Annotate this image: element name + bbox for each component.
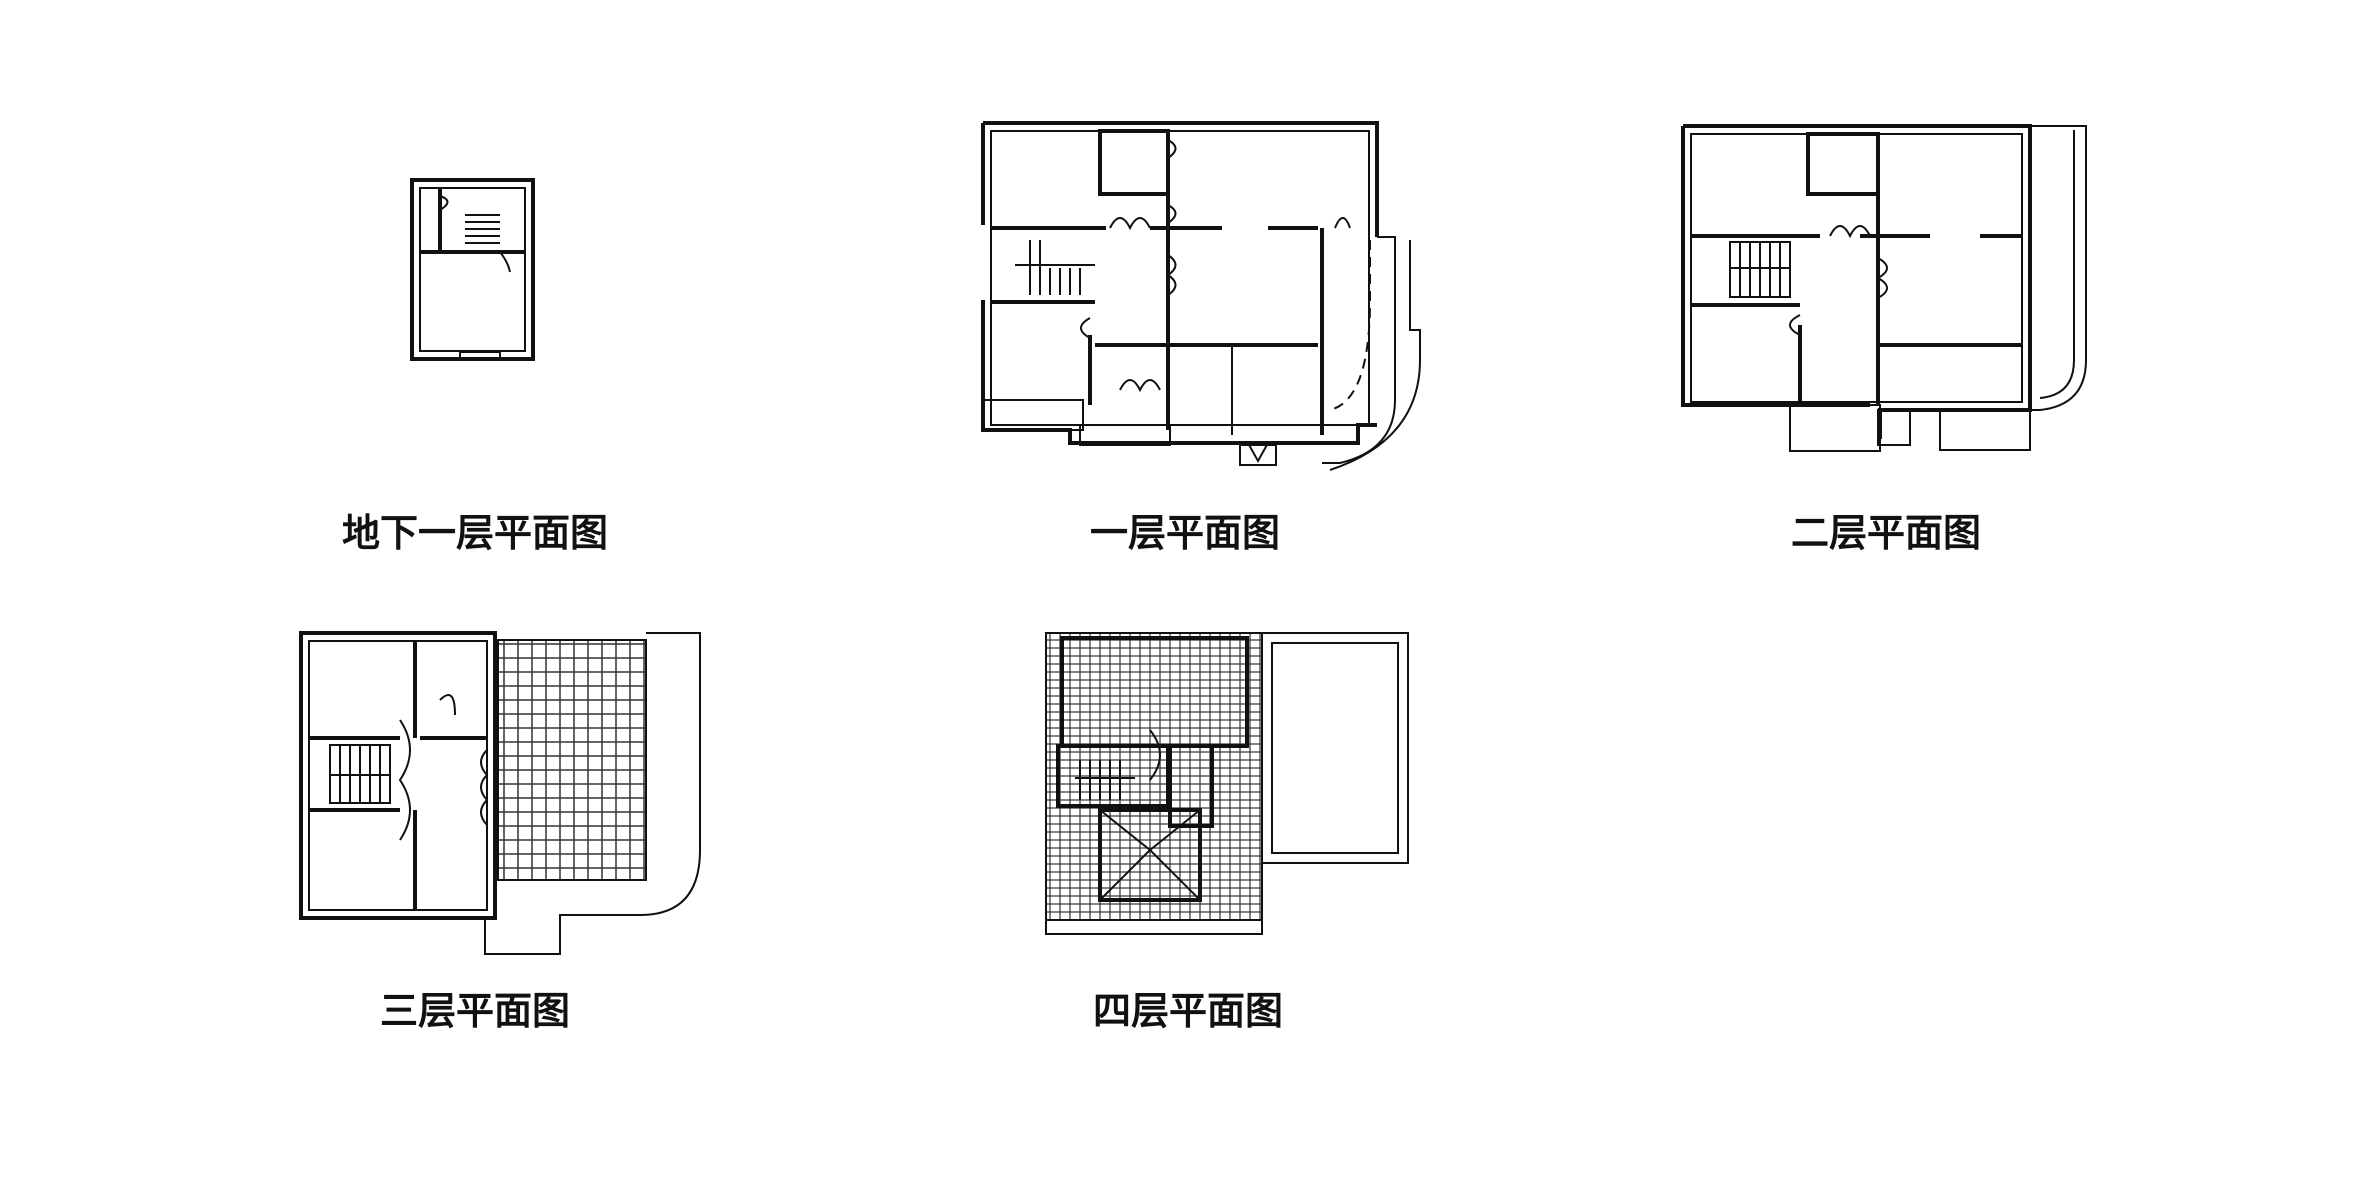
plan-label-third-floor: 三层平面图 bbox=[380, 989, 570, 1033]
plan-label-second-floor: 二层平面图 bbox=[1791, 511, 1981, 555]
plan-label-first-floor: 一层平面图 bbox=[1090, 511, 1280, 555]
fourth-floor-plan bbox=[1045, 632, 1409, 935]
first-floor-plan bbox=[981, 121, 1421, 471]
second-floor-plan bbox=[1681, 124, 2087, 452]
basement-floor-plan bbox=[410, 178, 535, 361]
third-floor-plan bbox=[299, 631, 701, 955]
plan-label-fourth-floor: 四层平面图 bbox=[1093, 989, 1283, 1033]
plan-label-basement: 地下一层平面图 bbox=[342, 511, 608, 555]
